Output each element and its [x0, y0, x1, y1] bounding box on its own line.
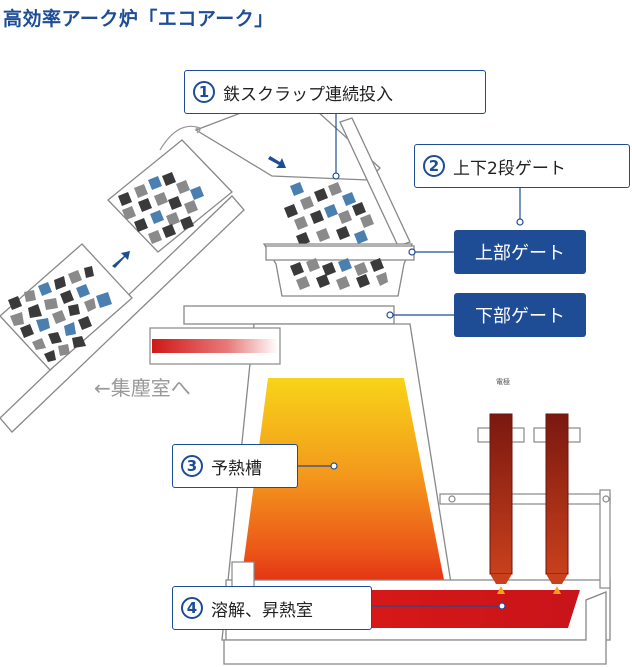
callout-preheat: 3 予熱槽: [172, 444, 298, 488]
leader-lines: [298, 114, 524, 610]
callout-number: 3: [181, 455, 203, 477]
electrode-assembly: [439, 427, 611, 589]
callout-scrap-feed: 1 鉄スクラップ連続投入: [184, 70, 486, 114]
electrode-label: 電極: [496, 378, 510, 386]
upper-gate-plate: [265, 245, 415, 261]
preheat-chamber: [240, 378, 446, 590]
feed-arrow-lower: [112, 251, 130, 268]
callout-number: 2: [423, 155, 445, 177]
transfer-arrow: [159, 125, 201, 151]
callout-number: 1: [193, 81, 215, 103]
conveyor: [0, 91, 381, 433]
scrap-bucket-lower: [0, 243, 133, 371]
scrap-pile-upper: [118, 172, 204, 244]
upper-gate-label: 上部ゲート: [454, 230, 586, 274]
callout-label: 上下2段ゲート: [453, 158, 566, 179]
flue-pipe: [149, 327, 281, 365]
callout-label: 溶解、昇熱室: [211, 600, 313, 621]
callout-label: 鉄スクラップ連続投入: [223, 84, 393, 105]
callout-melting: 4 溶解、昇熱室: [172, 586, 372, 630]
lower-gate-plate: [183, 305, 395, 325]
callout-number: 4: [181, 597, 203, 619]
electrode-right: [545, 413, 569, 594]
lower-gate-label: 下部ゲート: [454, 293, 586, 337]
furnace-bottom: [223, 591, 607, 665]
furnace-shaft: [183, 117, 415, 325]
scrap-pile-lower: [8, 266, 112, 362]
dust-collector-label: ←集塵室へ: [94, 376, 191, 400]
scrap-hopper: [290, 258, 388, 290]
tap-door: [231, 561, 255, 589]
feed-arrow-upper: [268, 156, 286, 168]
electrode-left: [489, 413, 513, 594]
page-title: 高効率アーク炉「エコアーク」: [3, 8, 274, 30]
callout-two-stage-gate: 2 上下2段ゲート: [414, 144, 630, 188]
scrap-feed: [284, 182, 374, 246]
callout-label: 予熱槽: [211, 458, 262, 479]
conveyor-belt: [0, 195, 245, 433]
